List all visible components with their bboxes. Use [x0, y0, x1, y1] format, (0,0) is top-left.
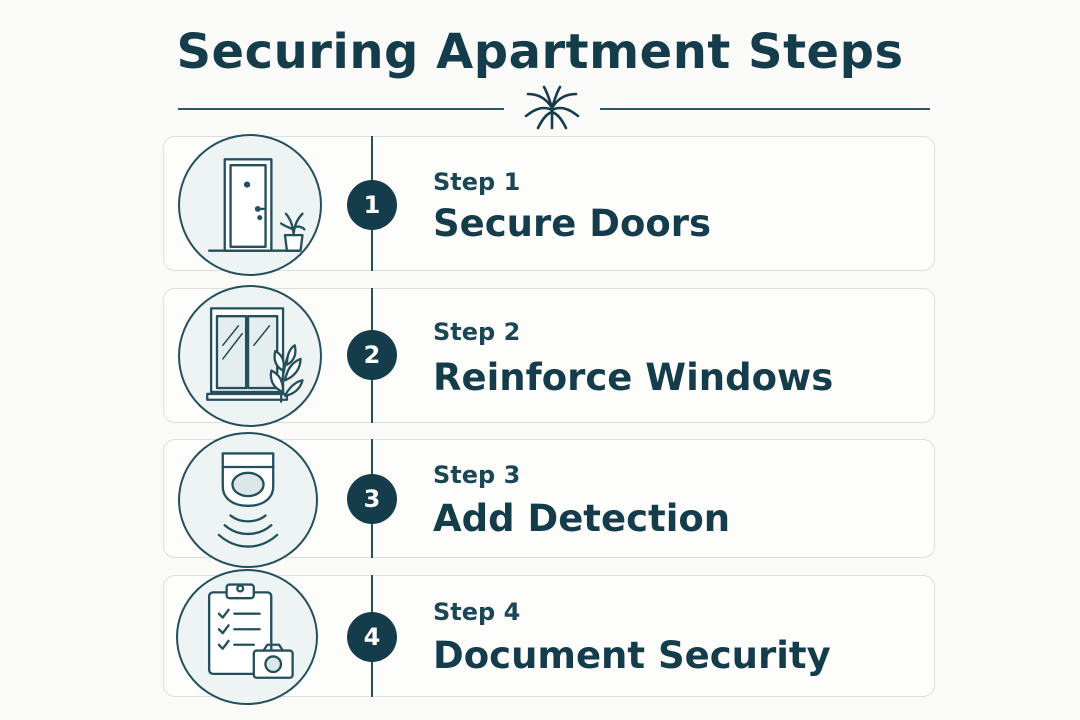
step-title: Secure Doors — [433, 202, 712, 245]
title-divider-left — [178, 108, 504, 110]
step-3-icon-circle — [178, 432, 318, 568]
motion-sensor-icon — [217, 452, 279, 548]
step-4-icon-circle — [176, 569, 318, 705]
step-number-badge: 1 — [347, 180, 397, 230]
step-label: Step 3 — [433, 461, 521, 489]
step-number-badge: 3 — [347, 474, 397, 524]
step-label: Step 1 — [433, 168, 521, 196]
page-title: Securing Apartment Steps — [176, 24, 904, 80]
title-divider-right — [600, 108, 930, 110]
step-2-icon-circle — [178, 285, 322, 427]
step-title: Document Security — [433, 634, 831, 677]
step-number-badge: 4 — [347, 612, 397, 662]
step-label: Step 4 — [433, 598, 521, 626]
step-title: Add Detection — [433, 497, 731, 540]
step-1-icon-circle — [178, 134, 322, 276]
step-title: Reinforce Windows — [433, 356, 834, 399]
window-icon — [206, 307, 304, 403]
clipboard-camera-icon — [207, 583, 294, 679]
palm-leaf-icon — [524, 85, 580, 130]
step-number-badge: 2 — [347, 330, 397, 380]
step-label: Step 2 — [433, 318, 521, 346]
door-icon — [208, 158, 306, 252]
